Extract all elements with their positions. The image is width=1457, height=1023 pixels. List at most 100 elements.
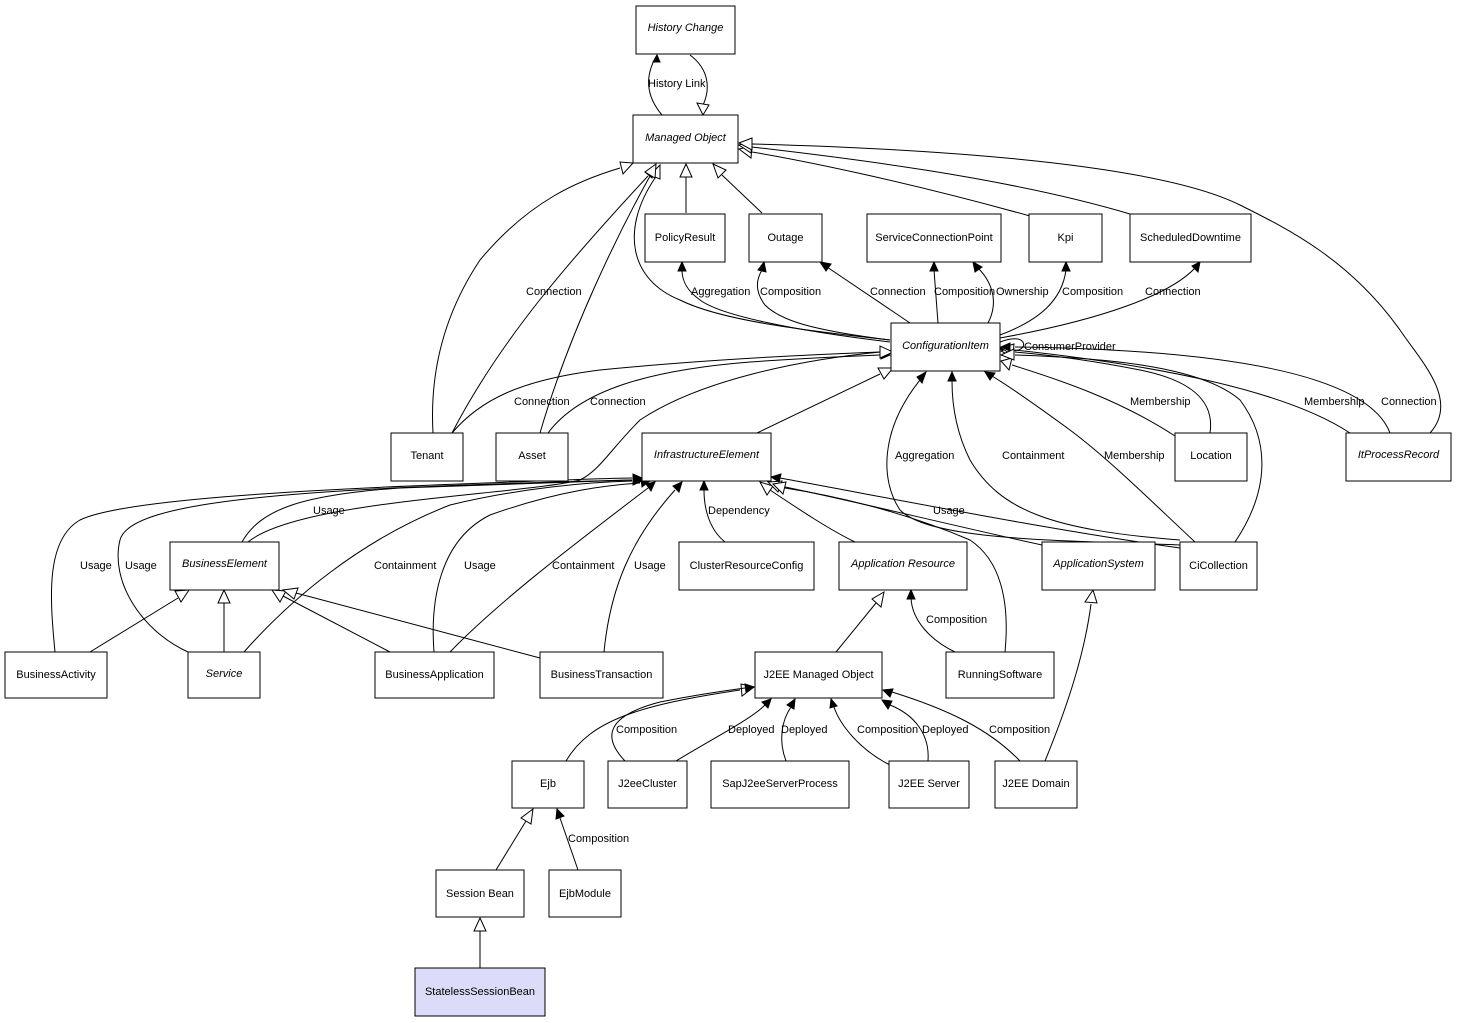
edge-label-usage: Usage (125, 560, 157, 572)
node-application-system[interactable]: ApplicationSystem (1041, 541, 1156, 591)
node-cluster-resource-config[interactable]: ClusterResourceConfig (678, 541, 815, 591)
edge-label-deployed: Deployed (728, 724, 774, 736)
node-label: Outage (767, 232, 803, 244)
node-policy-result[interactable]: PolicyResult (644, 213, 726, 263)
edge-label-dependency: Dependency (708, 505, 770, 517)
edge-ci-scp-ownership (977, 267, 994, 324)
edge-asset-ci (547, 354, 881, 434)
node-label: BusinessApplication (385, 669, 483, 681)
node-box (890, 322, 1001, 372)
edge-label-membership: Membership (1104, 450, 1165, 462)
node-label: ClusterResourceConfig (690, 560, 804, 572)
arrowhead (769, 473, 782, 483)
node-box (1129, 213, 1252, 263)
node-service-connection-point[interactable]: ServiceConnectionPoint (866, 213, 1002, 263)
arrowhead (879, 345, 895, 359)
node-box (1028, 213, 1103, 263)
edge-label-connection: Connection (870, 286, 926, 298)
node-business-transaction[interactable]: BusinessTransaction (539, 651, 664, 699)
arrowhead (677, 260, 687, 272)
node-j2ee-server[interactable]: J2EE Server (888, 760, 970, 809)
node-label: Asset (518, 450, 546, 462)
node-box (1174, 432, 1248, 482)
edge-tenant-mo (432, 167, 621, 434)
edge-ci-outage (757, 269, 891, 341)
edge-label-composition: Composition (989, 724, 1050, 736)
node-business-activity[interactable]: BusinessActivity (4, 651, 108, 699)
edge-cicoll-ci-membership (991, 375, 1196, 543)
node-box (435, 869, 525, 918)
arrowhead (929, 260, 939, 272)
edge-label-history-link: History Link (648, 78, 706, 90)
node-tenant[interactable]: Tenant (390, 432, 464, 482)
edge-appsys-ie (779, 485, 1043, 546)
node-ejb[interactable]: Ejb (511, 760, 585, 809)
node-location[interactable]: Location (1174, 432, 1248, 482)
arrowhead (696, 102, 710, 117)
node-stateless-session-bean[interactable]: StatelessSessionBean (414, 967, 546, 1017)
node-history-change[interactable]: History Change (635, 5, 736, 55)
edge-label-usage: Usage (933, 505, 965, 517)
node-j2ee-cluster[interactable]: J2eeCluster (607, 760, 688, 809)
node-application-resource[interactable]: Application Resource (838, 541, 968, 591)
node-scheduled-downtime[interactable]: ScheduledDowntime (1129, 213, 1252, 263)
node-kpi[interactable]: Kpi (1028, 213, 1103, 263)
edge-j2eedomain-j2eemo (891, 691, 1021, 762)
node-j2ee-domain[interactable]: J2EE Domain (994, 760, 1078, 809)
arrowhead (786, 697, 796, 710)
arrowhead (818, 261, 832, 272)
node-business-element[interactable]: BusinessElement (169, 541, 280, 591)
arrowhead (679, 162, 693, 178)
edge-location-ci-2 (1014, 351, 1212, 434)
edge-label-composition: Composition (568, 833, 629, 845)
node-it-process-record[interactable]: ItProcessRecord (1345, 432, 1452, 482)
edge-crc-ie (703, 489, 726, 543)
arrowhead (699, 479, 709, 491)
arrowhead (916, 370, 927, 384)
node-session-bean[interactable]: Session Bean (435, 869, 525, 918)
edge-ejbmodule-ejb (559, 817, 579, 871)
edge-label-composition: Composition (857, 724, 918, 736)
node-outage[interactable]: Outage (748, 213, 823, 263)
edge-cicoll-ie-usage (779, 477, 1181, 549)
node-box (414, 967, 546, 1017)
arrowhead (281, 587, 299, 600)
node-box (754, 651, 883, 699)
node-label: J2EE Server (898, 778, 960, 790)
node-label: Location (1190, 450, 1232, 462)
edge-cicoll-ci-containment (951, 380, 1181, 541)
edge-be-ci-generalization (247, 351, 881, 543)
node-configuration-item[interactable]: ConfigurationItem (890, 322, 1001, 372)
edge-label-composition: Composition (926, 614, 987, 626)
node-label: ServiceConnectionPoint (875, 232, 992, 244)
node-label: BusinessActivity (16, 669, 96, 681)
node-sap-j2ee-server-process[interactable]: SapJ2eeServerProcess (710, 760, 850, 809)
edge-rs-appres (910, 597, 956, 653)
node-service[interactable]: Service (187, 651, 261, 699)
edge-label-connection: Connection (514, 396, 570, 408)
node-infrastructure-element[interactable]: InfrastructureElement (641, 432, 772, 482)
node-label: J2EE Domain (1002, 778, 1069, 790)
node-ci-collection[interactable]: CiCollection (1179, 541, 1258, 591)
arrowhead (174, 589, 190, 603)
node-label: BusinessElement (182, 558, 268, 570)
node-label: SapJ2eeServerProcess (722, 778, 838, 790)
edge-service-ie-usage (117, 479, 633, 653)
edge-ci-scp-composition (933, 269, 939, 324)
node-asset[interactable]: Asset (495, 432, 569, 482)
node-box (607, 760, 688, 809)
node-business-application[interactable]: BusinessApplication (374, 651, 495, 699)
node-running-software[interactable]: RunningSoftware (945, 651, 1055, 699)
arrowhead (881, 688, 894, 698)
edge-ci-kpi (999, 269, 1067, 336)
edge-itpr-mo (751, 143, 1442, 434)
node-ejb-module[interactable]: EjbModule (548, 869, 622, 918)
node-label: ScheduledDowntime (1140, 232, 1241, 244)
edge-be-ie-usage (241, 479, 633, 543)
node-managed-object[interactable]: Managed Object (632, 114, 739, 164)
arrowhead (1084, 588, 1098, 604)
node-box (169, 541, 280, 591)
edge-labels: History Link Connection Aggregation Comp… (80, 78, 1437, 845)
node-j2ee-managed-object[interactable]: J2EE Managed Object (754, 651, 883, 699)
edge-itpr-ci-connection (1014, 346, 1391, 434)
